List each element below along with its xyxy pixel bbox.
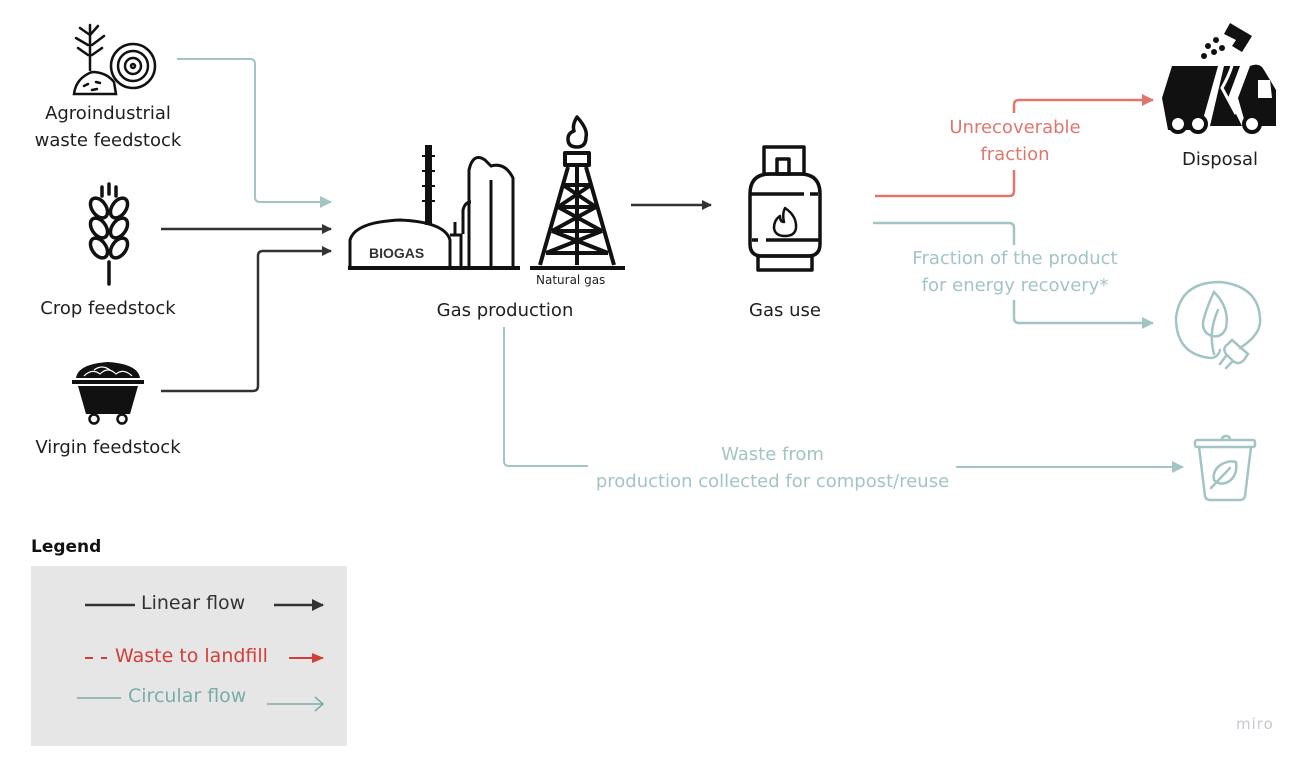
agro-label: Agroindustrial waste feedstock [18,100,198,154]
gas-use-label: Gas use [749,300,821,321]
flow-agro-to-production [177,58,332,208]
oil-derrick-icon [530,115,625,270]
legend-landfill-label: Waste to landfill [115,645,268,667]
energy-line2: for energy recovery* [921,275,1109,296]
legend-title: Legend [31,537,102,557]
flow-use-to-energy-b [1012,300,1154,329]
natural-gas-label: Natural gas [536,273,606,287]
compost-line1: Waste from [721,444,824,465]
unrecoverable-line1: Unrecoverable [949,117,1081,138]
flow-use-to-energy-a [873,221,1016,245]
flow-use-to-disposal-b [1012,94,1154,113]
energy-line1: Fraction of the product [912,248,1118,269]
leaf-plug-icon [1174,280,1262,370]
garbage-truck-icon [1162,23,1276,134]
crop-label: Crop feedstock [40,298,176,319]
biogas-text: BIOGAS [369,245,424,261]
legend-circular-label: Circular flow [128,685,247,707]
virgin-label: Virgin feedstock [35,437,181,458]
compost-bin-icon [1193,434,1257,502]
legend-box: Linear flow Waste to landfill Circular f… [31,566,347,746]
unrecoverable-line2: fraction [980,144,1050,165]
flow-use-to-disposal-a [875,170,1016,198]
energy-recovery-label: Fraction of the product for energy recov… [880,245,1150,299]
flow-virgin-to-production [161,246,332,393]
legend-linear-label: Linear flow [141,592,246,614]
flow-production-to-compost-a [503,327,588,467]
biogas-plant-icon: BIOGAS [348,145,520,270]
agro-label-line2: waste feedstock [34,130,182,151]
gas-production-label: Gas production [436,300,574,321]
legend-circular-arrow [267,696,325,712]
coal-cart-icon [72,362,144,425]
compost-line2: production collected for compost/reuse [595,471,950,492]
gas-cylinder-icon [748,145,822,272]
agro-waste-icon [72,23,157,96]
compost-label: Waste from production collected for comp… [580,441,965,495]
miro-watermark: miro [1236,715,1274,733]
agro-label-line1: Agroindustrial [45,103,171,124]
disposal-label: Disposal [1181,149,1259,170]
legend-lines [77,599,325,712]
wheat-icon [88,182,130,286]
unrecoverable-label: Unrecoverable fraction [915,114,1115,168]
